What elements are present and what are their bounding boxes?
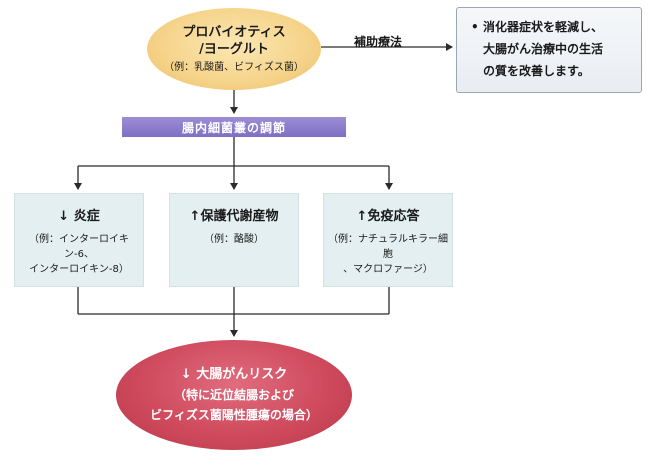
note-line-3: の質を改善します。 bbox=[483, 64, 590, 78]
colorectal-cancer-risk-node: ↓ 大腸がんリスク （特に近位結腸および ビフィズス菌陽性腫瘍の場合） bbox=[116, 340, 352, 450]
note-line: • 消化器症状を軽減し、 bbox=[471, 16, 633, 38]
metabolites-example-1: （例：酪酸） bbox=[204, 234, 264, 245]
microbiota-modulation-banner: 腸内細菌叢の調節 bbox=[122, 117, 346, 137]
inflammation-title: ↓ 炎症 bbox=[58, 209, 100, 224]
note-line: の質を改善します。 bbox=[483, 60, 633, 82]
probiotics-title-line2: /ヨーグルト bbox=[199, 41, 269, 57]
note-list: • 消化器症状を軽減し、 大腸がん治療中の生活 の質を改善します。 bbox=[469, 16, 633, 82]
metabolites-title: ↑保護代謝産物 bbox=[189, 209, 279, 224]
probiotics-node: プロバイオティス /ヨーグルト （例：乳酸菌、ビフィズス菌） bbox=[147, 8, 321, 90]
note-line-2: 大腸がん治療中の生活 bbox=[483, 42, 604, 56]
immune-example-1: （例：ナチュラルキラー細胞 bbox=[328, 234, 448, 260]
immune-example-2: 、マクロファージ） bbox=[343, 264, 433, 275]
probiotics-title-line1: プロバイオティス bbox=[182, 24, 286, 40]
inflammation-example-2: インターロイキン-8） bbox=[29, 264, 129, 275]
inflammation-box: ↓ 炎症 （例：インターロイキン-6、 インターロイキン-8） bbox=[14, 193, 144, 287]
protective-metabolites-box: ↑保護代謝産物 （例：酪酸） bbox=[169, 193, 299, 287]
bullet-icon: • bbox=[471, 20, 479, 34]
note-line: 大腸がん治療中の生活 bbox=[483, 38, 633, 60]
immune-title: ↑免疫応答 bbox=[356, 209, 420, 224]
probiotics-example: （例：乳酸菌、ビフィズス菌） bbox=[164, 61, 304, 73]
adjuvant-note-box: • 消化器症状を軽減し、 大腸がん治療中の生活 の質を改善します。 bbox=[456, 7, 642, 93]
outcome-detail-1: （特に近位結腸および bbox=[173, 388, 294, 402]
note-line-1: 消化器症状を軽減し、 bbox=[483, 20, 604, 34]
inflammation-example-1: （例：インターロイキン-6、 bbox=[29, 234, 129, 260]
outcome-title: ↓ 大腸がんリスク bbox=[180, 367, 288, 382]
outcome-detail-2: ビフィズス菌陽性腫瘍の場合） bbox=[150, 408, 318, 422]
adjuvant-therapy-label: 補助療法 bbox=[354, 35, 403, 49]
immune-response-box: ↑免疫応答 （例：ナチュラルキラー細胞 、マクロファージ） bbox=[323, 193, 453, 287]
